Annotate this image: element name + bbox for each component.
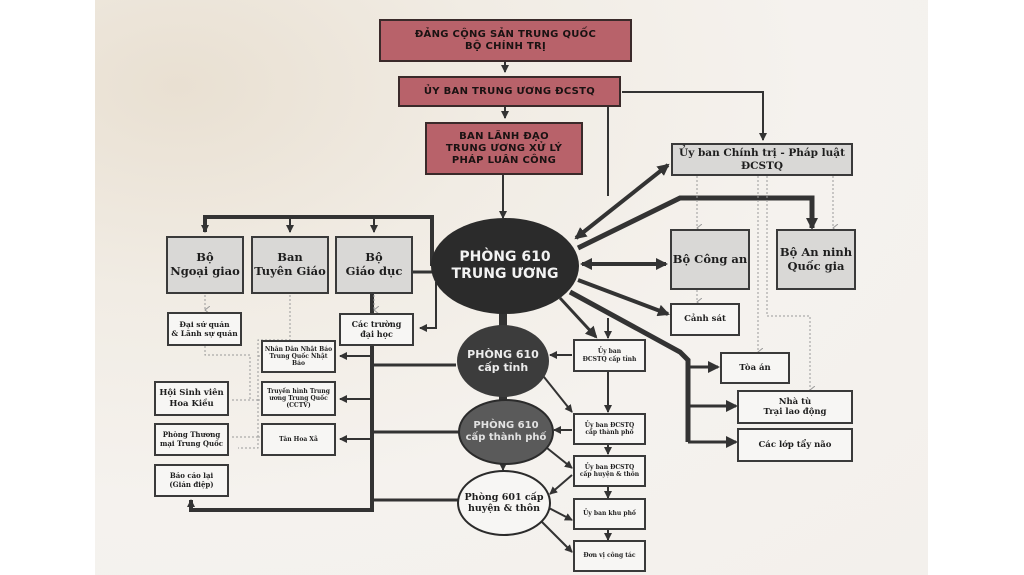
ministry-education-label: Bộ Giáo dục bbox=[345, 250, 403, 278]
falun-gong-leading-group-label: BAN LÃNH ĐẠO TRUNG ƯƠNG XỬ LÝ PHÁP LUÂN … bbox=[445, 130, 563, 166]
office-610-central: PHÒNG 610 TRUNG ƯƠNG bbox=[431, 218, 579, 314]
ministry-state-security-box: Bộ An ninh Quốc gia bbox=[776, 229, 856, 290]
ministry-education-box: Bộ Giáo dục bbox=[335, 236, 413, 294]
party-politburo-label: ĐẢNG CỘNG SẢN TRUNG QUỐC BỘ CHÍNH TRỊ bbox=[414, 28, 597, 52]
ministry-public-security-label: Bộ Công an bbox=[672, 251, 748, 266]
committee-city-box: Ủy ban ĐCSTQ cấp thành phố bbox=[573, 413, 646, 445]
neighborhood-committee-label: Ủy ban khu phố bbox=[583, 510, 636, 518]
committee-province-box: Ủy ban ĐCSTQ cấp tỉnh bbox=[573, 339, 646, 372]
embassies-label: Đại sứ quán & Lãnh sự quán bbox=[171, 320, 238, 338]
office-610-central-label: PHÒNG 610 TRUNG ƯƠNG bbox=[451, 249, 559, 282]
police-label: Cảnh sát bbox=[684, 314, 726, 325]
office-610-city-label: PHÒNG 610 cấp thành phố bbox=[465, 420, 547, 443]
office-601-county-label: Phòng 601 cấp huyện & thôn bbox=[464, 491, 544, 514]
propaganda-dept-box: Ban Tuyên Giáo bbox=[251, 236, 329, 294]
student-association-box: Hội Sinh viên Hoa Kiều bbox=[154, 381, 229, 416]
cctv-label: Truyền hình Trung ương Trung Quốc (CCTV) bbox=[267, 387, 330, 410]
prisons-labor-camps-label: Nhà tù Trại lao động bbox=[763, 396, 827, 417]
chamber-commerce-label: Phòng Thương mại Trung Quốc bbox=[159, 430, 224, 448]
informants-box: Báo cáo lại (Gián điệp) bbox=[154, 464, 229, 497]
prisons-labor-camps-box: Nhà tù Trại lao động bbox=[737, 390, 853, 424]
universities-label: Các trường đại học bbox=[351, 318, 402, 339]
chamber-commerce-box: Phòng Thương mại Trung Quốc bbox=[154, 423, 229, 456]
universities-box: Các trường đại học bbox=[339, 313, 414, 346]
courts-label: Tòa án bbox=[739, 362, 771, 373]
falun-gong-leading-group-box: BAN LÃNH ĐẠO TRUNG ƯƠNG XỬ LÝ PHÁP LUÂN … bbox=[425, 122, 583, 175]
peoples-daily-box: Nhân Dân Nhật Báo Trung Quốc Nhật Báo bbox=[261, 340, 336, 373]
committee-province-label: Ủy ban ĐCSTQ cấp tỉnh bbox=[582, 348, 637, 363]
ministry-state-security-label: Bộ An ninh Quốc gia bbox=[779, 244, 853, 273]
cctv-box: Truyền hình Trung ương Trung Quốc (CCTV) bbox=[261, 381, 336, 416]
police-box: Cảnh sát bbox=[670, 303, 740, 336]
committee-county-box: Ủy ban ĐCSTQ cấp huyện & thôn bbox=[573, 455, 646, 487]
political-legal-committee-box: Ủy ban Chính trị - Pháp luật ĐCSTQ bbox=[671, 143, 853, 176]
political-legal-committee-label: Ủy ban Chính trị - Pháp luật ĐCSTQ bbox=[679, 146, 845, 172]
ministry-public-security-box: Bộ Công an bbox=[670, 229, 750, 290]
office-610-province-label: PHÒNG 610 cấp tỉnh bbox=[467, 347, 539, 374]
neighborhood-committee-box: Ủy ban khu phố bbox=[573, 498, 646, 530]
brainwashing-classes-box: Các lớp tẩy não bbox=[737, 428, 853, 462]
office-601-county: Phòng 601 cấp huyện & thôn bbox=[457, 470, 551, 536]
propaganda-dept-label: Ban Tuyên Giáo bbox=[254, 250, 326, 278]
student-association-label: Hội Sinh viên Hoa Kiều bbox=[159, 388, 224, 409]
ministry-foreign-affairs-label: Bộ Ngoại giao bbox=[170, 250, 240, 278]
courts-box: Tòa án bbox=[720, 352, 790, 384]
party-politburo-box: ĐẢNG CỘNG SẢN TRUNG QUỐC BỘ CHÍNH TRỊ bbox=[379, 19, 632, 62]
work-unit-label: Đơn vị công tác bbox=[583, 552, 636, 560]
peoples-daily-label: Nhân Dân Nhật Báo Trung Quốc Nhật Báo bbox=[264, 345, 333, 368]
xinhua-label: Tân Hoa Xã bbox=[279, 435, 318, 443]
ministry-foreign-affairs-box: Bộ Ngoại giao bbox=[166, 236, 244, 294]
central-committee-box: ỦY BAN TRUNG ƯƠNG ĐCSTQ bbox=[398, 76, 621, 107]
office-610-province: PHÒNG 610 cấp tỉnh bbox=[457, 325, 549, 397]
central-committee-label: ỦY BAN TRUNG ƯƠNG ĐCSTQ bbox=[423, 85, 596, 97]
committee-city-label: Ủy ban ĐCSTQ cấp thành phố bbox=[584, 421, 635, 436]
xinhua-box: Tân Hoa Xã bbox=[261, 423, 336, 456]
brainwashing-classes-label: Các lớp tẩy não bbox=[758, 439, 832, 450]
committee-county-label: Ủy ban ĐCSTQ cấp huyện & thôn bbox=[579, 463, 640, 478]
office-610-city: PHÒNG 610 cấp thành phố bbox=[458, 399, 554, 465]
embassies-box: Đại sứ quán & Lãnh sự quán bbox=[167, 312, 242, 346]
work-unit-box: Đơn vị công tác bbox=[573, 540, 646, 572]
informants-label: Báo cáo lại (Gián điệp) bbox=[169, 471, 214, 489]
